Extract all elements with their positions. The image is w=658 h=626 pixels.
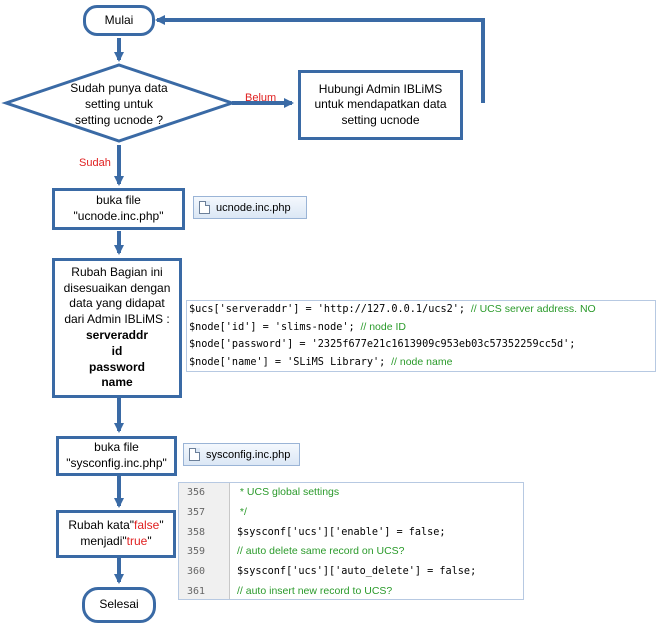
- line-number: 357: [187, 506, 206, 518]
- field-password: password: [88, 359, 145, 374]
- word-false: false: [134, 518, 160, 533]
- code-line: $sysconf['ucs']['enable'] = false;: [237, 523, 523, 543]
- code-comment: */: [237, 505, 247, 518]
- change-section-line-3: data yang didapat: [69, 296, 165, 311]
- change-word-prefix: Rubah kata": [68, 518, 134, 533]
- start-node: Mulai: [83, 5, 155, 36]
- no-edge-label: Belum: [245, 92, 277, 104]
- decision-diamond: [1, 63, 237, 143]
- sysconfig-code-lines: * UCS global settings */ $sysconf['ucs'][…: [237, 483, 523, 599]
- start-label: Mulai: [104, 12, 134, 27]
- line-number: 358: [187, 526, 206, 538]
- line-number-gutter: 356357358359360361362: [179, 483, 230, 599]
- code-text: $ucs['serveraddr'] = 'http://127.0.0.1/u…: [189, 304, 466, 315]
- change-section-node: Rubah Bagian ini disesuaikan dengan data…: [52, 258, 182, 398]
- code-comment: // auto delete same record on UCS?: [237, 545, 405, 558]
- field-id: id: [111, 343, 123, 358]
- code-line: $node['id'] = 'slims-node'; // node ID: [189, 319, 655, 337]
- file-icon: [199, 201, 210, 214]
- decision-line-1: Sudah punya data: [70, 81, 168, 95]
- contact-admin-line-3: setting ucnode: [341, 112, 420, 127]
- ucnode-code-box: $ucs['serveraddr'] = 'http://127.0.0.1/u…: [186, 300, 656, 372]
- sysconfig-file-tab-label: sysconfig.inc.php: [206, 448, 291, 461]
- file-icon: [189, 448, 200, 461]
- decision-line-2: setting untuk: [84, 97, 154, 112]
- open-sysconfig-line-1: buka file: [94, 440, 139, 455]
- open-sysconfig-line-2: "sysconfig.inc.php": [66, 456, 167, 470]
- contact-admin-line-2: untuk mendapatkan data: [314, 97, 447, 112]
- sysconfig-file-tab[interactable]: sysconfig.inc.php: [183, 443, 300, 466]
- line-number: 359: [187, 546, 206, 558]
- change-word-node: Rubah kata"false" menjadi"true": [56, 510, 176, 558]
- open-sysconfig-node: buka file "sysconfig.inc.php": [56, 436, 177, 476]
- code-comment: * UCS global settings: [237, 486, 340, 498]
- code-line: // auto insert new record to UCS?: [237, 582, 523, 599]
- line-number: 360: [187, 566, 206, 578]
- yes-edge-label: Sudah: [79, 157, 111, 169]
- end-node: Selesai: [82, 587, 156, 623]
- code-line: // auto delete same record on UCS?: [237, 542, 523, 562]
- code-comment: // node ID: [354, 320, 406, 333]
- contact-admin-line-1: Hubungi Admin IBLiMS: [318, 81, 443, 96]
- line-number: 356: [187, 487, 206, 498]
- change-section-line-1: Rubah Bagian ini: [71, 264, 163, 279]
- code-text: $node['password'] = '2325f677e21c1613909…: [189, 339, 576, 350]
- change-word-line2-prefix: menjadi": [80, 534, 127, 548]
- code-line: */: [237, 503, 523, 523]
- field-serveraddr: serveraddr: [85, 328, 149, 342]
- field-name: name: [101, 375, 133, 390]
- decision-line-3: setting ucnode ?: [74, 113, 164, 128]
- ucnode-code-lines: $ucs['serveraddr'] = 'http://127.0.0.1/u…: [189, 301, 655, 371]
- code-text: $node['id'] = 'slims-node';: [189, 321, 355, 333]
- ucnode-file-tab[interactable]: ucnode.inc.php: [193, 196, 307, 219]
- decision-label: Sudah punya data setting untuk setting u…: [64, 80, 174, 129]
- code-line: $ucs['serveraddr'] = 'http://127.0.0.1/u…: [189, 301, 655, 319]
- code-line: $node['password'] = '2325f677e21c1613909…: [189, 336, 655, 354]
- code-comment: // UCS server address. NO: [465, 303, 596, 315]
- open-ucnode-line-1: buka file: [96, 193, 141, 208]
- code-comment: // auto insert new record to UCS?: [237, 584, 393, 597]
- line-numbers: 356357358359360361362: [179, 483, 229, 599]
- change-section-line-4: dari Admin IBLiMS :: [64, 312, 170, 327]
- end-label: Selesai: [99, 597, 139, 612]
- change-word-line-2: menjadi"true": [80, 534, 151, 550]
- change-section-line-2: disesuaikan dengan: [63, 280, 171, 295]
- arrow-loop-back: [155, 15, 485, 103]
- contact-admin-node: Hubungi Admin IBLiMS untuk mendapatkan d…: [298, 70, 463, 140]
- change-word-suffix: ": [147, 534, 152, 548]
- code-text: $node['name'] = 'SLiMS Library';: [189, 356, 386, 368]
- word-true: true: [126, 534, 148, 548]
- open-ucnode-node: buka file "ucnode.inc.php": [52, 188, 185, 230]
- code-line: $node['name'] = 'SLiMS Library'; // node…: [189, 354, 655, 372]
- code-text: $sysconf['ucs']['enable'] = false;: [237, 526, 446, 538]
- code-comment: // node name: [385, 355, 453, 368]
- sysconfig-code-box: 356357358359360361362 * UCS global setti…: [178, 482, 524, 600]
- ucnode-file-tab-label: ucnode.inc.php: [216, 201, 291, 214]
- change-word-line-1: Rubah kata"false": [68, 518, 163, 534]
- code-text: $sysconf['ucs']['auto_delete'] = false;: [237, 566, 477, 578]
- code-line: * UCS global settings: [237, 483, 523, 503]
- line-number: 361: [187, 585, 206, 597]
- code-line: $sysconf['ucs']['auto_delete'] = false;: [237, 562, 523, 582]
- open-ucnode-line-2: "ucnode.inc.php": [73, 209, 164, 223]
- change-word-mid: ": [159, 518, 164, 533]
